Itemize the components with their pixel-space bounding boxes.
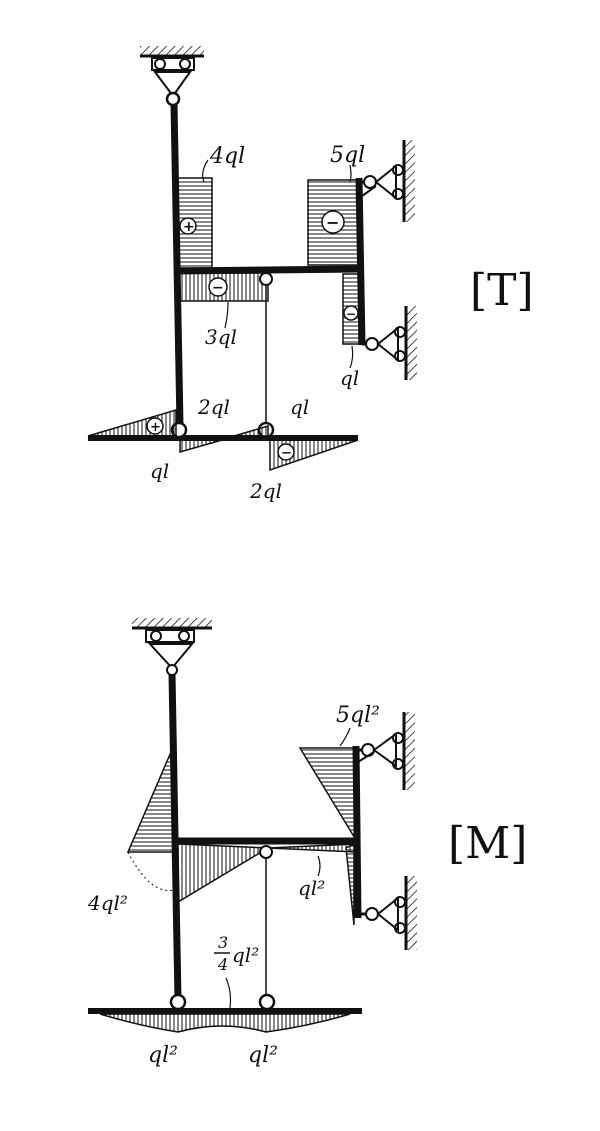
moment-diagram: 4ql² ql² 5ql² [87, 618, 527, 1068]
sign-bottom-right: − [281, 446, 292, 461]
label-5ql2: 5ql² [336, 703, 380, 728]
tag-moment: [M] [448, 818, 527, 869]
sign-right-column-bottom: − [346, 307, 356, 321]
label-ql-bottom-right-top: ql [290, 395, 309, 419]
horizontal-beam [175, 265, 363, 275]
label-fraction-numerator: 3 [218, 933, 228, 952]
top-pin-support-m [132, 618, 212, 676]
label-2ql-top: 2ql [197, 395, 230, 419]
label-4ql: 4ql [209, 144, 245, 169]
label-ql2-bottom-left: ql² [148, 1043, 178, 1068]
label-ql2-beam: ql² [298, 876, 325, 900]
sign-beam: − [212, 280, 224, 296]
left-column-m [168, 673, 182, 1001]
label-5ql: 5ql [330, 143, 365, 168]
label-ql-right: ql [340, 366, 359, 390]
shear-diagram: + 4ql − 3ql − 5ql − ql [87, 46, 534, 503]
label-2ql-bottom: 2ql [249, 479, 282, 503]
label-ql2-bottom-right: ql² [248, 1043, 278, 1068]
top-pin-support [140, 46, 204, 107]
shear-triangle-bottom-right-upper [233, 424, 269, 437]
label-4ql2: 4ql² [87, 891, 128, 915]
sign-left-column: + [183, 219, 195, 235]
moment-area-beam-left [177, 843, 271, 904]
moment-triangle-right-top [298, 747, 357, 843]
label-middle-ql2: ql² [232, 943, 259, 967]
label-fraction-denominator: 4 [217, 955, 228, 974]
right-column [355, 177, 366, 346]
shear-triangle-bottom-left-lower [179, 439, 223, 453]
moment-area-beam-right [267, 843, 357, 853]
label-ql-bottom-left: ql [150, 459, 169, 483]
right-support-top [361, 140, 415, 222]
moment-triangle-right-bottom [345, 842, 355, 926]
right-support-bottom-m [358, 876, 417, 950]
left-column [170, 103, 184, 426]
right-support-top-m [357, 712, 415, 790]
right-support-bottom [362, 306, 417, 380]
sign-bottom-left: + [150, 420, 161, 435]
moment-triangle-left [126, 744, 175, 853]
label-3ql: 3ql [205, 325, 237, 349]
tag-shear: [T] [470, 265, 534, 316]
sign-right-column-top: − [326, 213, 339, 232]
moment-curve-bottom [99, 1013, 351, 1033]
